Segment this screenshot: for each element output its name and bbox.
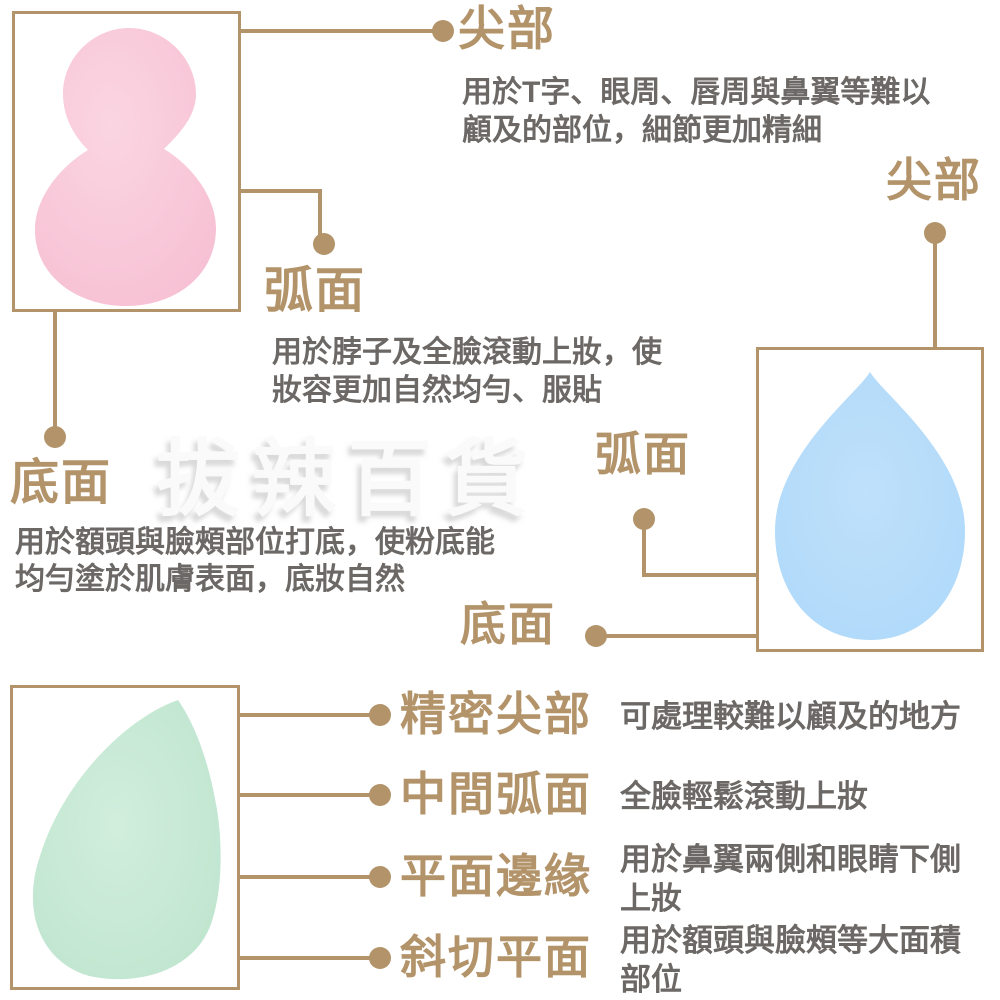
blue-tip-label: 尖部 [886,154,982,206]
green-sponge-photo-frame [10,685,240,990]
connector-dot-pink-curve [313,233,335,255]
blue-base-label: 底面 [460,598,556,650]
connector-line-pink-curve-h [241,189,322,193]
connector-dot-green-row1 [369,704,391,726]
pink-tip-description: 用於T字、眼周、唇周與鼻翼等難以 顧及的部位，細節更加精細 [462,76,931,147]
green-row2-description: 全臉輕鬆滾動上妝 [620,779,868,814]
connector-line-pink-base [53,312,57,427]
connector-dot-blue-base [585,625,607,647]
green-sponge-image [32,700,221,980]
pink-curve-description: 用於脖子及全臉滾動上妝，使 妝容更加自然均勻、服貼 [272,336,662,407]
green-row1-description: 可處理較難以顧及的地方 [620,699,961,734]
green-row1-label: 精密尖部 [400,688,592,740]
connector-dot-pink-tip [432,20,454,42]
connector-dot-blue-curve [633,508,655,530]
blue-sponge-photo-frame [756,347,984,652]
green-row2-label: 中間弧面 [400,768,592,820]
connector-line-blue-curve-h [642,573,758,577]
watermark-text: 拔辣百貨 [156,432,541,526]
connector-line-green-row3 [240,875,372,879]
connector-line-green-row4 [240,956,372,960]
green-row3-label: 平面邊緣 [400,850,592,902]
connector-line-pink-tip [241,29,436,33]
blue-sponge-image [775,372,965,640]
pink-tip-label: 尖部 [458,2,556,55]
connector-line-blue-base [606,634,758,638]
green-row4-description: 用於額頭與臉頰等大面積 部位 [620,923,961,997]
blue-curve-label: 弧面 [595,428,691,480]
connector-line-blue-tip [933,243,937,349]
pink-sponge-photo-frame [12,11,241,312]
connector-dot-green-row2 [369,784,391,806]
green-row3-description: 用於鼻翼兩側和眼睛下側 上妝 [620,842,961,916]
connector-line-green-row1 [240,713,372,717]
pink-base-label: 底面 [10,456,113,510]
connector-line-green-row2 [240,793,372,797]
connector-dot-blue-tip [924,222,946,244]
connector-dot-pink-base [44,426,66,448]
connector-dot-green-row3 [369,866,391,888]
pink-curve-label: 弧面 [264,264,367,318]
pink-sponge-image [35,28,216,306]
pink-base-description: 用於額頭與臉頰部位打底，使粉底能 均勻塗於肌膚表面，底妝自然 [15,526,495,596]
connector-line-pink-curve-v [318,189,322,235]
connector-dot-green-row4 [369,947,391,969]
connector-line-blue-curve-v [642,528,646,577]
green-row4-label: 斜切平面 [400,931,592,983]
